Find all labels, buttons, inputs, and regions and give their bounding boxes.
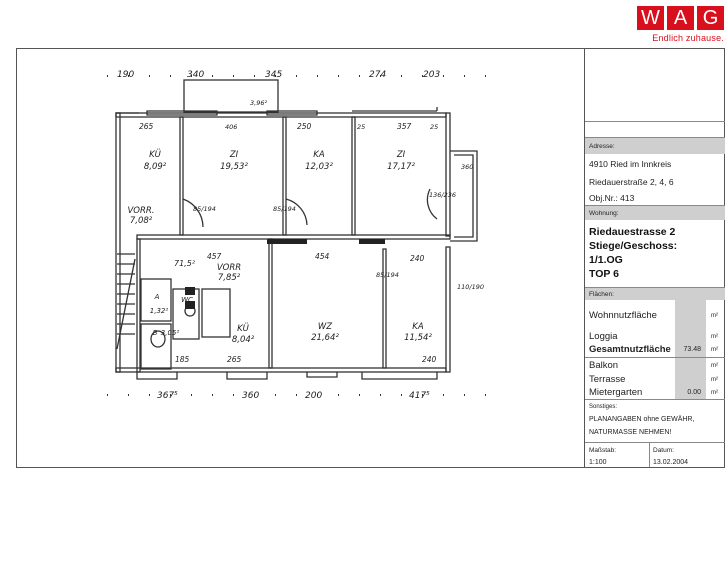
apartment-line: TOP 6	[589, 268, 619, 280]
floor-plan-drawing: 190 340 345 274 203 367⁵ 360 200 417⁵ KÜ…	[107, 70, 487, 401]
room-name: A	[154, 293, 160, 301]
room-name: VORR.	[127, 206, 154, 216]
room-area: 12,03²	[305, 162, 333, 172]
apartment-line: Stiege/Geschoss:	[589, 240, 678, 252]
dimension: 265	[139, 122, 154, 131]
dimension: 250	[297, 122, 312, 131]
date-value: 13.02.2004	[653, 459, 689, 466]
area-unit: m²	[711, 377, 718, 383]
area-label: Gesamtnutzfläche	[589, 344, 671, 355]
apartment-line: 1/1.OG	[589, 254, 623, 266]
bottom-dim: 360	[242, 391, 259, 401]
dimension: 25	[430, 123, 438, 131]
area-unit: m²	[711, 313, 718, 319]
area-label: Wohnnutzfläche	[589, 310, 657, 321]
address-line: 4910 Ried im Innkreis	[589, 159, 672, 169]
dimension: 240	[410, 254, 425, 263]
dimension: 457	[207, 252, 222, 261]
area-value: 73.48	[683, 346, 701, 353]
room-area: 11,54²	[404, 333, 432, 343]
room-name: VORR	[217, 263, 241, 273]
dimension: 357	[397, 122, 412, 131]
room-area: 1,32²	[150, 307, 169, 315]
top-dim: 340	[187, 70, 204, 80]
room-name: KÜ	[149, 149, 161, 160]
bottom-dim: 200	[305, 391, 322, 401]
room-area: 21,64²	[311, 333, 339, 343]
room-area: 19,53²	[220, 162, 248, 172]
dimension: 360	[461, 163, 473, 171]
top-dim: 190	[117, 70, 134, 80]
dimension: 454	[315, 252, 330, 261]
room-name: ZI	[229, 150, 239, 160]
dimension: 110/190	[457, 283, 484, 291]
object-number: Obj.Nr.: 413	[589, 193, 635, 203]
room-name: B	[153, 329, 158, 337]
apartment-line: Riedauestrasse 2	[589, 226, 676, 238]
area-unit: m²	[711, 334, 718, 340]
room-area: 8,09²	[144, 162, 167, 172]
area-label: Terrasse	[589, 374, 626, 385]
dimension: 71,5²	[174, 259, 196, 268]
wag-logo: W A G Endlich zuhause.	[636, 6, 724, 43]
areas-header: Flächen:	[585, 287, 725, 300]
top-dim: 274	[369, 70, 386, 80]
dimension: 136/236	[429, 191, 456, 199]
room-area: 17,17²	[387, 162, 415, 172]
dimension: 85/194	[273, 205, 296, 213]
room-name: ZI	[396, 150, 406, 160]
bottom-dim: 417⁵	[409, 391, 430, 401]
note-line: PLANANGABEN ohne GEWÄHR,	[589, 416, 695, 423]
area-label: Balkon	[589, 360, 619, 371]
dimension: 240	[422, 355, 437, 364]
logo-slogan: Endlich zuhause.	[652, 33, 724, 43]
floor-plan: 190 340 345 274 203 367⁵ 360 200 417⁵ KÜ…	[17, 49, 585, 467]
logo-letter: G	[697, 6, 724, 30]
dimension: 85/194	[193, 205, 216, 213]
room-area: 7,08²	[130, 216, 153, 226]
room-area: 8,04²	[232, 335, 255, 345]
apartment-header: Wohnung:	[585, 205, 725, 220]
note-line: NATURMASSE NEHMEN!	[589, 429, 672, 436]
logo-letter: W	[637, 6, 664, 30]
top-dim: 345	[265, 70, 282, 80]
address-line: Riedauerstraße 2, 4, 6	[589, 177, 674, 187]
room-name: KA	[412, 322, 424, 332]
info-panel: Adresse: 4910 Ried im Innkreis Riedauers…	[585, 49, 725, 467]
dimension: 3,96²	[250, 99, 267, 107]
scale-label: Maßstab:	[589, 447, 617, 454]
room-area: 7,85²	[218, 273, 241, 283]
room-name: KÜ	[237, 323, 249, 334]
date-label: Datum:	[653, 447, 674, 454]
dimension: 406	[225, 123, 237, 131]
area-unit: m²	[711, 390, 718, 396]
area-unit: m²	[711, 363, 718, 369]
top-dim: 203	[423, 70, 440, 80]
area-value: 0.00	[687, 389, 701, 396]
dimension: 265	[227, 355, 242, 364]
room-name: WC	[181, 296, 193, 304]
dimension: 25	[357, 123, 365, 131]
other-header: Sonstiges:	[589, 404, 618, 410]
logo-letter: A	[667, 6, 694, 30]
room-name: WZ	[318, 322, 332, 332]
dimension: 85/194	[376, 271, 399, 279]
plan-sheet: 190 340 345 274 203 367⁵ 360 200 417⁵ KÜ…	[16, 48, 725, 468]
room-area: 3,05²	[161, 329, 180, 337]
area-label: Mietergarten	[589, 387, 643, 398]
dimension: 185	[175, 355, 190, 364]
scale-value: 1:100	[589, 459, 607, 466]
area-unit: m²	[711, 347, 718, 353]
bottom-dim: 367⁵	[157, 391, 178, 401]
room-name: KA	[313, 150, 325, 160]
area-label: Loggia	[589, 331, 618, 342]
address-header: Adresse:	[585, 137, 725, 154]
